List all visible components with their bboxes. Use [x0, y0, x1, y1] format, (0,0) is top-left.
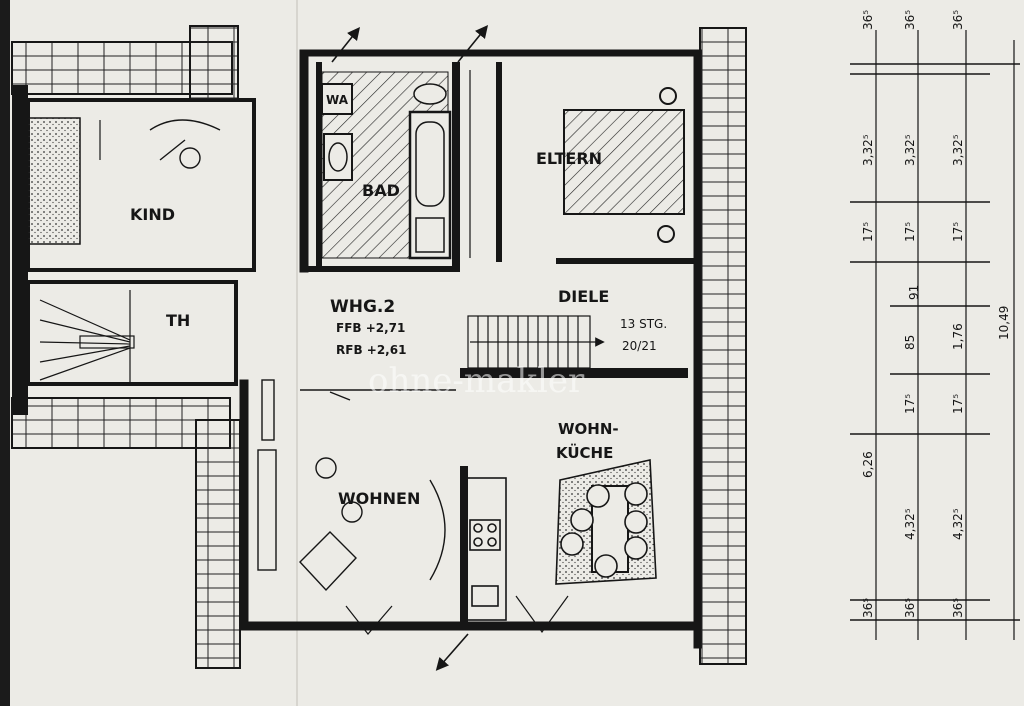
- dim-c3-6: 4,32⁵: [951, 508, 965, 540]
- dim-c2-5: 4,32⁵: [903, 508, 917, 540]
- dim-c1-1: 3,32⁵: [861, 134, 875, 166]
- stairs-steps: 13 STG.: [620, 317, 667, 331]
- dim-c2-1: 3,32⁵: [903, 134, 917, 166]
- room-kind-label: KIND: [130, 205, 175, 224]
- stairs-ratio: 20/21: [622, 339, 657, 353]
- watermark: ohne-makler: [368, 361, 585, 401]
- dim-c1-3: 6,26: [861, 451, 875, 478]
- dim-c3-3: 91: [907, 285, 921, 300]
- dim-c1-0: 36⁵: [861, 10, 875, 30]
- neighbour-building: [11, 41, 256, 449]
- paper-fold: [296, 0, 298, 706]
- unit-rfb: RFB +2,61: [336, 343, 406, 357]
- room-eltern-label: ELTERN: [536, 149, 602, 168]
- room-th-label: TH: [166, 311, 190, 330]
- unit-name: WHG.2: [330, 297, 395, 317]
- unit-ffb: FFB +2,71: [336, 321, 405, 335]
- dim-c4-0: 10,49: [997, 306, 1011, 340]
- kitchen-counter: [465, 477, 507, 621]
- dim-c2-3: 85: [903, 335, 917, 350]
- dim-c3-1: 3,32⁵: [951, 134, 965, 166]
- room-wohnkueche-label-2: KÜCHE: [556, 443, 613, 462]
- dining-table: [555, 459, 657, 585]
- dim-c2-2: 17⁵: [903, 222, 917, 242]
- dimension-col-2: 36⁵ 3,32⁵ 17⁵ 85 17⁵ 4,32⁵ 36⁵: [903, 10, 917, 618]
- bathroom-fixtures: [321, 71, 452, 260]
- washer-label: WA: [326, 93, 349, 107]
- room-wohnkueche-label-1: WOHN-: [558, 420, 619, 438]
- room-bad-label: BAD: [362, 181, 400, 200]
- dim-c3-2: 17⁵: [951, 222, 965, 242]
- dimension-lines: [850, 30, 1020, 640]
- room-wohnen-label: WOHNEN: [338, 489, 420, 508]
- dim-c3-5: 17⁵: [951, 394, 965, 414]
- dim-c2-4: 17⁵: [903, 394, 917, 414]
- dimension-col-3: 36⁵ 3,32⁵ 17⁵ 91 1,76 17⁵ 4,32⁵ 36⁵: [907, 10, 965, 618]
- dim-c1-2: 17⁵: [861, 222, 875, 242]
- dim-c3-7: 36⁵: [951, 598, 965, 618]
- staircase: [467, 315, 605, 369]
- outer-walls: [189, 25, 747, 669]
- dim-c2-6: 36⁵: [903, 598, 917, 618]
- dim-c3-4: 1,76: [951, 323, 965, 350]
- dimension-col-4: 10,49: [997, 306, 1011, 340]
- interior-walls: [308, 62, 694, 624]
- bed: [469, 70, 685, 258]
- dim-c2-0: 36⁵: [903, 10, 917, 30]
- plan-paper: [10, 0, 1024, 706]
- room-diele-label: DIELE: [558, 287, 609, 306]
- dim-c3-0: 36⁵: [951, 10, 965, 30]
- living-furniture: [257, 379, 456, 592]
- dimension-col-1: 36⁵ 3,32⁵ 17⁵ 6,26 36⁵: [861, 10, 875, 618]
- entry-arrows: [331, 25, 569, 671]
- dim-c1-4: 36⁵: [861, 598, 875, 618]
